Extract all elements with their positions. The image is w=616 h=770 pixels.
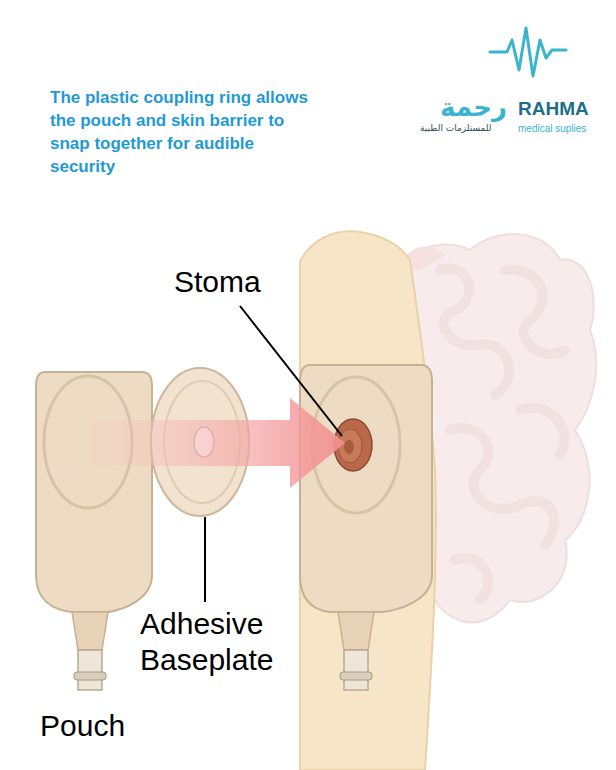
logo-arabic: رحمة xyxy=(440,92,517,123)
pouch xyxy=(36,372,152,690)
part-label: Pouch xyxy=(40,708,180,744)
logo-tagline: للمستلزمات الطبية xyxy=(420,123,517,134)
direction-arrow xyxy=(92,398,345,488)
part-label: Stoma xyxy=(174,264,314,300)
attached-pouch xyxy=(300,365,432,690)
headline-note: The plastic coupling ring allows the pou… xyxy=(50,86,308,178)
leader-line xyxy=(204,517,206,602)
logo-wordmark: RAHMA xyxy=(518,98,608,121)
leader-line xyxy=(240,306,342,436)
part-label: Adhesive Baseplate xyxy=(140,606,308,678)
logo-tagline: medical suplies xyxy=(518,123,610,135)
abdomen-wall xyxy=(300,231,436,770)
logo-icon xyxy=(490,28,566,76)
